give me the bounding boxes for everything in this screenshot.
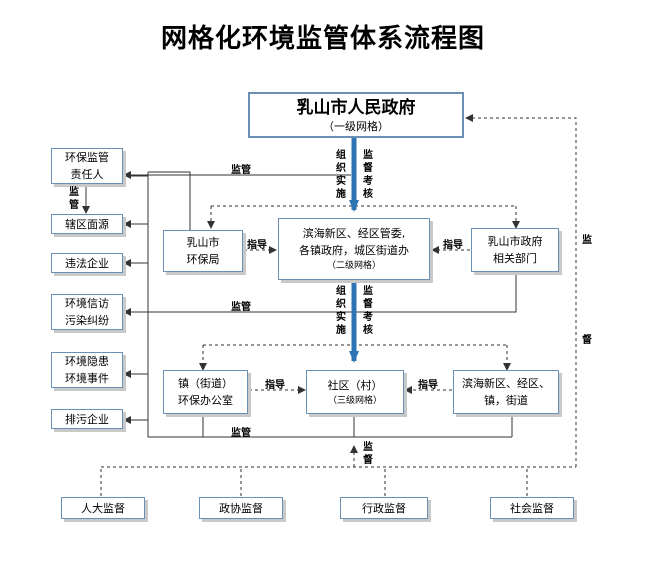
area-source-box: 辖区面源 (51, 214, 123, 234)
npc-supervision-box: 人大监督 (61, 497, 145, 519)
illegal-enterprise-box: 违法企业 (51, 253, 123, 273)
hazard-event-box: 环境隐患 环境事件 (51, 352, 123, 388)
area-source-label: 辖区面源 (65, 217, 109, 231)
top-supervise-label: 监管 (231, 165, 251, 176)
zones-towns-box: 滨海新区、经区、 镇，街道 (453, 370, 559, 414)
related-departments-box: 乳山市政府 相关部门 (471, 228, 559, 272)
petition-dispute-line1: 环境信访 (65, 297, 109, 310)
petition-dispute-box: 环境信访 污染纠纷 (51, 294, 123, 330)
npc-supervision-label: 人大监督 (81, 501, 125, 515)
related-departments-line1: 乳山市政府 (487, 235, 543, 248)
guide-label-departments: 指导 (443, 240, 463, 251)
bottom-supervise-label: 监管 (231, 428, 251, 439)
right-supervision-label-2: 督 (582, 335, 592, 346)
cppcc-supervision-box: 政协监督 (199, 497, 283, 519)
hazard-event-line1: 环境隐患 (65, 355, 109, 368)
discharge-enterprise-box: 排污企业 (51, 409, 123, 429)
middle-supervise-label: 监管 (231, 302, 251, 313)
town-office-line2: 环保办公室 (178, 394, 233, 407)
administrative-supervision-label: 行政监督 (362, 501, 406, 515)
city-government-box: 乳山市人民政府 （一级网格） (248, 92, 464, 138)
city-government-label: 乳山市人民政府 (296, 98, 416, 118)
supervise-assess-label-2: 监督考核 (363, 286, 373, 336)
second-level-grid-box: 滨海新区、经区管委, 各镇政府，城区街道办 （二级网格） (278, 218, 430, 280)
illegal-enterprise-label: 违法企业 (65, 256, 109, 270)
community-tag: （三级网格） (327, 395, 382, 406)
second-level-line1: 滨海新区、经区管委, (302, 227, 406, 240)
town-office-box: 镇（街道） 环保办公室 (163, 370, 248, 414)
petition-dispute-line2: 污染纠纷 (65, 314, 109, 327)
organize-implement-label-2: 组织实施 (336, 286, 346, 336)
responsible-person-line1: 环保监管 (65, 151, 109, 164)
environment-bureau-line1: 乳山市 (186, 236, 220, 249)
second-level-line2: 各镇政府，城区街道办 (299, 244, 409, 257)
guide-label-bureau: 指导 (247, 240, 267, 251)
zones-towns-line2: 镇，街道 (484, 394, 528, 407)
bottom-supervision-label: 监督 (363, 442, 373, 466)
cppcc-supervision-label: 政协监督 (219, 501, 263, 515)
community-line1: 社区（村） (327, 378, 383, 392)
supervise-assess-label-1: 监督考核 (363, 150, 373, 200)
environment-bureau-line2: 环保局 (186, 253, 220, 266)
left-supervise-label: 监管 (69, 187, 79, 211)
city-government-level: （一级网格） (323, 120, 389, 133)
guide-label-town: 指导 (265, 380, 285, 391)
community-box: 社区（村） （三级网格） (306, 370, 404, 414)
administrative-supervision-box: 行政监督 (340, 497, 428, 519)
social-supervision-label: 社会监督 (510, 501, 554, 515)
right-supervision-label-1: 监 (582, 235, 592, 246)
organize-implement-label-1: 组织实施 (336, 150, 346, 200)
responsible-person-box: 环保监管 责任人 (51, 148, 123, 184)
social-supervision-box: 社会监督 (490, 497, 574, 519)
environment-bureau-box: 乳山市 环保局 (163, 230, 243, 272)
responsible-person-line2: 责任人 (70, 168, 104, 181)
town-office-line1: 镇（街道） (178, 377, 233, 390)
zones-towns-line1: 滨海新区、经区、 (462, 377, 550, 390)
discharge-enterprise-label: 排污企业 (65, 412, 109, 426)
guide-label-zones: 指导 (418, 380, 438, 391)
hazard-event-line2: 环境事件 (65, 372, 109, 385)
related-departments-line2: 相关部门 (493, 252, 537, 265)
second-level-tag: （二级网格） (326, 261, 381, 271)
diagram-title: 网格化环境监管体系流程图 (160, 24, 485, 54)
